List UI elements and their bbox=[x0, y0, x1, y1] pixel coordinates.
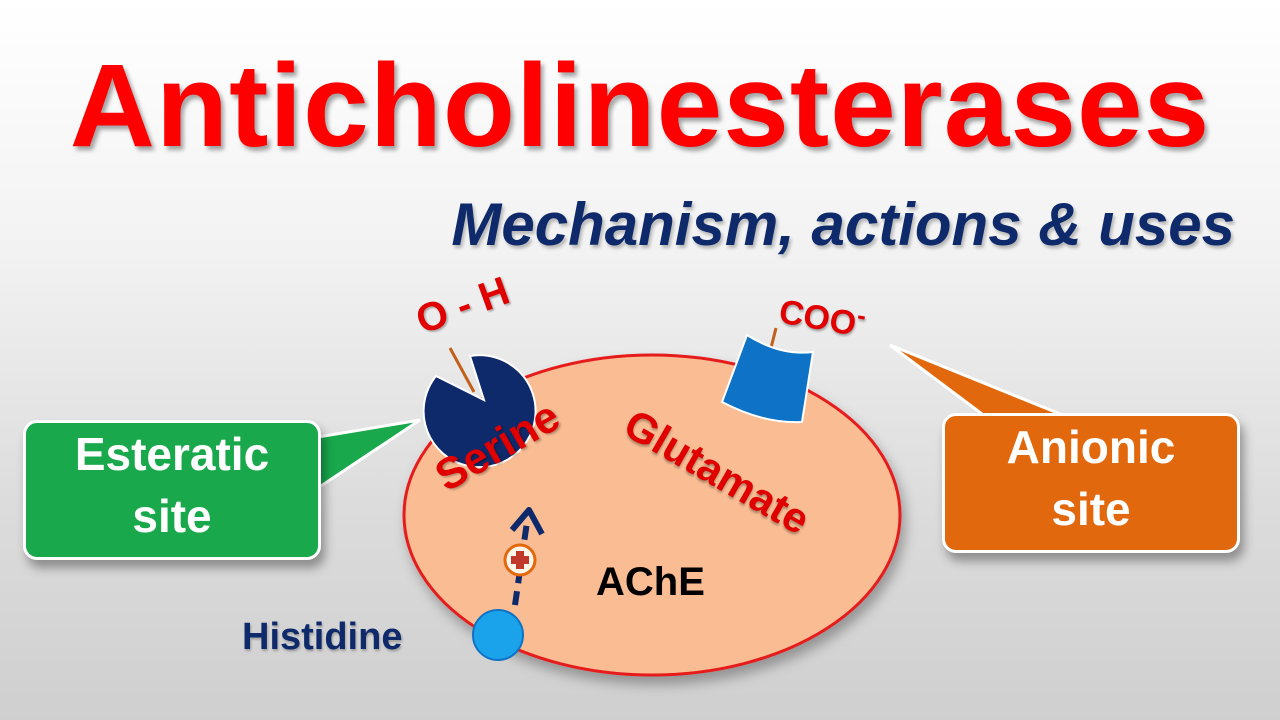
anionic-line2: site bbox=[1051, 483, 1131, 535]
histidine-arrow bbox=[512, 521, 530, 606]
histidine-dot bbox=[472, 609, 524, 661]
esteratic-line2: site bbox=[132, 490, 212, 542]
serine-shape bbox=[422, 354, 537, 469]
anionic-line1: Anionic bbox=[1006, 421, 1176, 473]
arrow-head bbox=[509, 507, 545, 536]
esteratic-site-callout: Esteratic site bbox=[23, 420, 321, 560]
slide-title: Anticholinesterases bbox=[69, 40, 1211, 172]
anionic-pointer bbox=[889, 343, 1076, 422]
glutamate-shape bbox=[720, 333, 815, 424]
slide-subtitle: Mechanism, actions & uses bbox=[451, 191, 1235, 258]
enzyme-label: AChE bbox=[596, 560, 705, 604]
histidine-label: Histidine bbox=[242, 616, 403, 658]
anionic-site-callout: Anionic site bbox=[942, 413, 1240, 553]
esteratic-line1: Esteratic bbox=[74, 428, 270, 480]
serine-bond bbox=[448, 347, 476, 393]
